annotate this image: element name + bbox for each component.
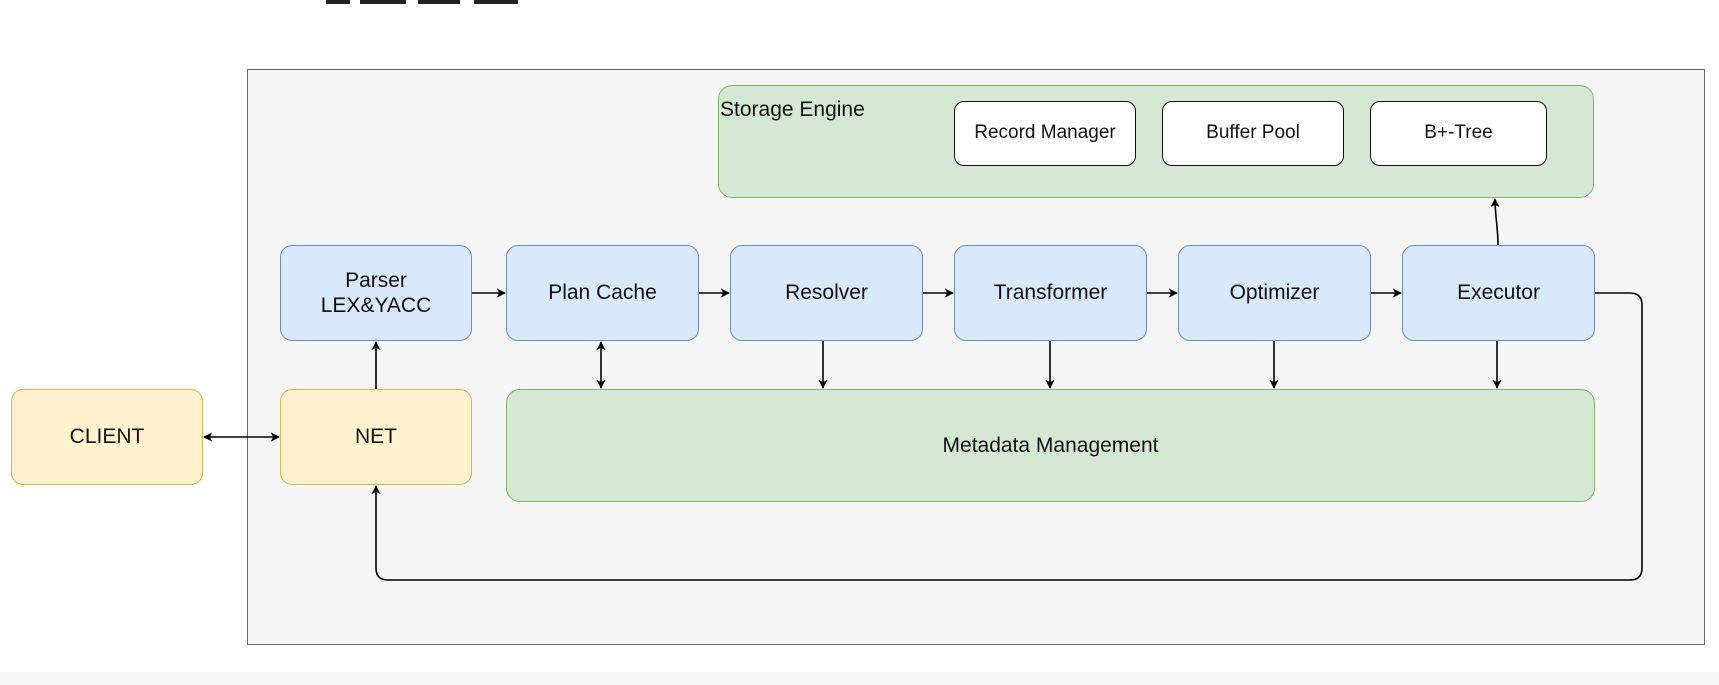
bottom-band: [0, 672, 1719, 685]
metadata-management-label: Metadata Management: [942, 433, 1159, 457]
storage-engine-label: Storage Engine: [720, 98, 865, 121]
plan-cache-label: Plan Cache: [548, 281, 657, 305]
net-label: NET: [355, 425, 397, 449]
parser-node: Parser LEX&YACC: [280, 245, 472, 341]
resolver-node: Resolver: [730, 245, 923, 341]
net-node: NET: [280, 389, 472, 485]
bplus-tree-node: B+-Tree: [1370, 101, 1547, 166]
clipped-heading-fragment: [326, 0, 541, 4]
client-label: CLIENT: [69, 425, 145, 449]
buffer-pool-label: Buffer Pool: [1206, 122, 1300, 144]
buffer-pool-node: Buffer Pool: [1162, 101, 1344, 166]
parser-label: Parser LEX&YACC: [320, 268, 432, 317]
bplus-tree-label: B+-Tree: [1424, 122, 1493, 144]
transformer-node: Transformer: [954, 245, 1147, 341]
plan-cache-node: Plan Cache: [506, 245, 699, 341]
optimizer-label: Optimizer: [1229, 281, 1320, 305]
executor-node: Executor: [1402, 245, 1595, 341]
resolver-label: Resolver: [785, 281, 868, 305]
executor-label: Executor: [1457, 281, 1540, 305]
record-manager-node: Record Manager: [954, 101, 1136, 166]
record-manager-label: Record Manager: [974, 122, 1116, 144]
client-node: CLIENT: [11, 389, 203, 485]
optimizer-node: Optimizer: [1178, 245, 1371, 341]
metadata-management-node: Metadata Management: [506, 389, 1595, 502]
edge-executor-to-storage: [1490, 198, 1500, 246]
edge-executor-return-to-net: [371, 292, 1643, 581]
transformer-label: Transformer: [993, 281, 1108, 305]
